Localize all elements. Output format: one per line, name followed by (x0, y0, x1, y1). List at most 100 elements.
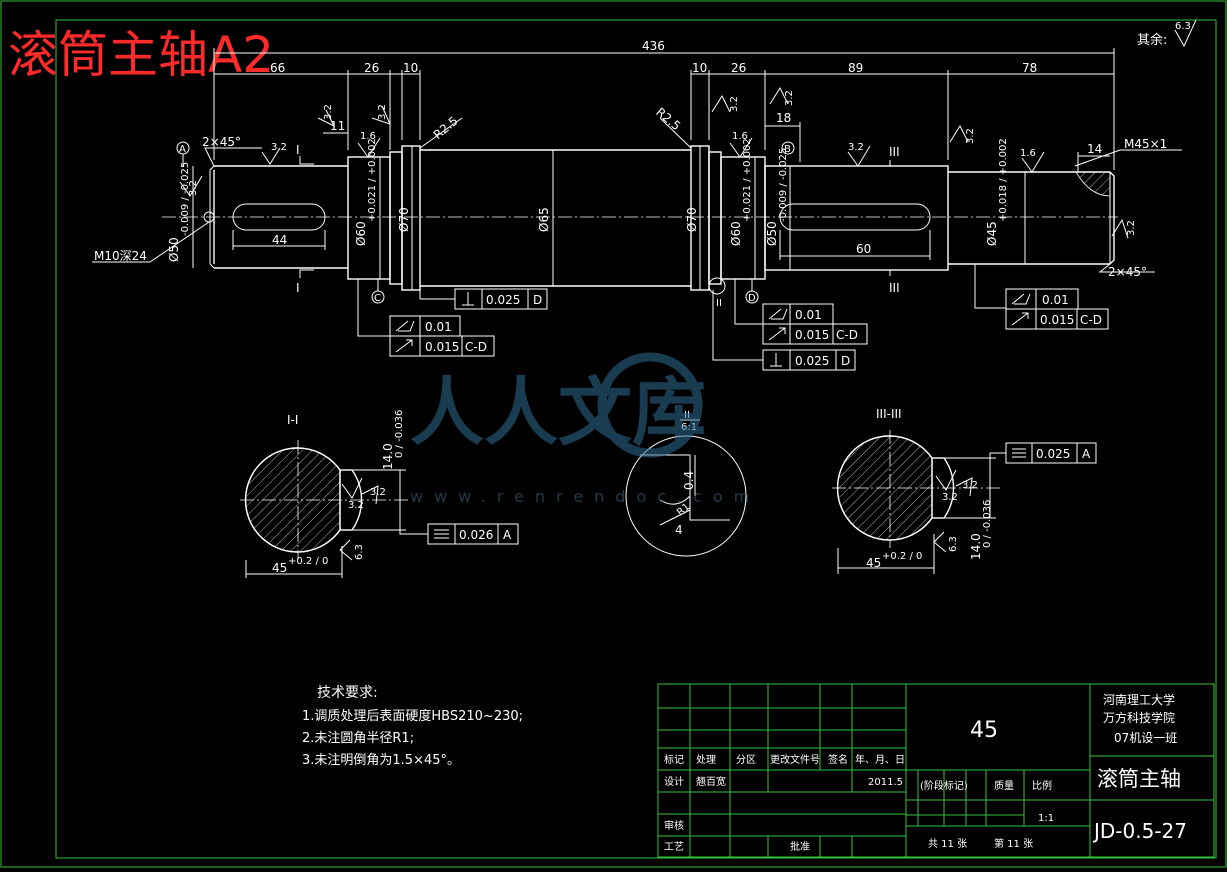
dim-dia50a-tol: -0.009 / -0.025 (180, 162, 191, 236)
section-view-iii-width: 45 (866, 556, 881, 570)
drawing-title: 滚筒主轴A2 (8, 26, 274, 84)
watermark-text: 人人文库 (410, 370, 706, 456)
section-markers: I I III III II (296, 143, 906, 309)
watermark: 人人文库 www.renrendoc.com (410, 352, 760, 506)
tb-header-mark: 标记 (664, 754, 684, 766)
datum-c: C (374, 293, 381, 304)
tolerance-frame-1: 0.025 D (419, 286, 548, 310)
tol4-value: 0.01 (795, 308, 822, 322)
datum-d: D (748, 293, 756, 304)
roughness-r3: 3.2 (323, 104, 334, 120)
tol2-value: 0.01 (425, 320, 452, 334)
tb-designer: 翘百宽 (696, 775, 726, 788)
roughness-r6: 3.2 (729, 96, 740, 112)
dim-44: 44 (272, 233, 287, 247)
dim-r25b: R2.5 (653, 105, 683, 133)
roughness-other-label: 其余: (1137, 32, 1167, 48)
tb-part-name: 滚筒主轴 (1097, 767, 1181, 791)
tb-header-sign: 签名 (828, 753, 848, 766)
tech-req-item-3: 3.未注明倒角为1.5×45°。 (302, 753, 460, 768)
section-view-i-depth-tol: 0 / -0.036 (394, 410, 405, 458)
tb-drawing-no: JD-0.5-27 (1092, 819, 1187, 843)
tol1-value: 0.025 (486, 293, 520, 307)
tolerance-frame-4: 0.025 D (712, 290, 856, 371)
dim-dia60b: Ø60 (729, 221, 743, 246)
dim-dia60a-tol: +0.021 / +0.002 (367, 138, 378, 222)
dim-14: 14 (1087, 142, 1102, 156)
dim-r25a: R2.5 (431, 114, 461, 142)
dim-tap: M10深24 (94, 249, 147, 263)
roughness-other-symbol: 6.3 (1174, 19, 1197, 48)
roughness-r2: 3.2 (271, 142, 287, 153)
section-view-i-r-b: 3.2 (370, 487, 386, 498)
section-i-top: I (296, 143, 300, 157)
tb-org3: 07机设一班 (1114, 731, 1177, 745)
tol5-value: 0.015 (795, 328, 829, 342)
roughness-r7: 3.2 (784, 90, 795, 106)
tol3-value: 0.015 (425, 340, 459, 354)
tb-process-label: 工艺 (664, 841, 684, 853)
detail-view-ii-title: II (684, 410, 690, 421)
detail-view-ii-d1: 0.4 (682, 471, 696, 490)
title-block: 标记 处理 分区 更改文件号 签名 年、月、日 设计 翘百宽 2011.5 (阶… (657, 683, 1215, 858)
dim-dia60a: Ø60 (354, 221, 368, 246)
datum-markers: A C B D (176, 141, 795, 304)
dim-thread: M45×1 (1124, 137, 1167, 151)
dim-dia70b: Ø70 (685, 207, 699, 232)
roughness-r8: 1.6 (732, 131, 748, 142)
tol1-datum: D (533, 293, 542, 307)
tb-header-process: 处理 (696, 754, 716, 766)
dim-66: 66 (270, 61, 285, 75)
datum-a: A (179, 144, 186, 155)
section-view-iii-width-tol: +0.2 / 0 (882, 551, 922, 562)
dim-overall: 436 (642, 39, 665, 53)
tb-material: 45 (970, 718, 998, 743)
section-view-iii-title: III-III (876, 407, 902, 421)
tolerance-frame-3: 0.01 0.015 C-D (734, 279, 868, 345)
tb-org2: 万方科技学院 (1103, 710, 1175, 725)
section-view-i-r-a: 3.2 (348, 500, 364, 511)
tb-date: 2011.5 (868, 777, 903, 788)
section-view-i: I-I 45 +0.2 / 0 14.0 0 / -0.036 3.2 3.2 … (240, 410, 519, 578)
dim-26b: 26 (731, 61, 746, 75)
roughness-r9: 3.2 (848, 142, 864, 153)
section-iii-top: III (889, 145, 900, 159)
tb-total: 共 11 张 (928, 838, 967, 850)
section-view-iii-tol: 0.025 (1036, 447, 1070, 461)
roughness-r4: 1.6 (360, 131, 376, 142)
dim-cham-right: 2×45° (1108, 265, 1147, 279)
roughness-r12: 3.2 (1126, 220, 1137, 236)
tol8-value: 0.015 (1040, 313, 1074, 327)
tol6-value: 0.025 (795, 354, 829, 368)
watermark-url: www.renrendoc.com (410, 487, 760, 506)
dim-10a: 10 (403, 61, 418, 75)
detail-view-ii-d2: 4 (675, 523, 683, 537)
section-view-i-datum: A (503, 528, 512, 542)
dim-89: 89 (848, 61, 863, 75)
tb-approve-label: 批准 (790, 840, 810, 853)
tb-org1: 河南理工大学 (1103, 692, 1175, 707)
tolerance-frame-2: 0.01 0.015 C-D (357, 279, 495, 357)
roughness-r5: 3.2 (377, 104, 388, 120)
section-view-iii-depth: 14.0 (969, 533, 983, 560)
dimension-texts: 436 66 26 10 10 26 89 78 11 18 14 44 60 … (94, 39, 1167, 279)
section-iii-bottom: III (889, 281, 900, 295)
section-ii-label: II (716, 298, 722, 309)
section-view-iii-r-b: 3.2 (962, 480, 978, 491)
section-view-iii-r-a: 3.2 (942, 492, 958, 503)
dim-dia70a: Ø70 (397, 207, 411, 232)
section-view-iii-datum: A (1082, 447, 1091, 461)
section-view-iii-depth-tol: 0 / -0.036 (982, 500, 993, 548)
tb-header-zone: 分区 (736, 754, 756, 766)
dimension-lines (92, 48, 1182, 290)
roughness-r10: 3.2 (965, 128, 976, 144)
tb-scale-label: 比例 (1032, 779, 1052, 792)
dim-dia50b: Ø50 (765, 221, 779, 246)
dim-78: 78 (1022, 61, 1037, 75)
tol7-value: 0.01 (1042, 293, 1069, 307)
dim-11: 11 (330, 119, 345, 133)
tb-stage-label: (阶段标记) (920, 779, 968, 792)
dim-dia60b-tol: +0.021 / +0.002 (742, 138, 753, 222)
